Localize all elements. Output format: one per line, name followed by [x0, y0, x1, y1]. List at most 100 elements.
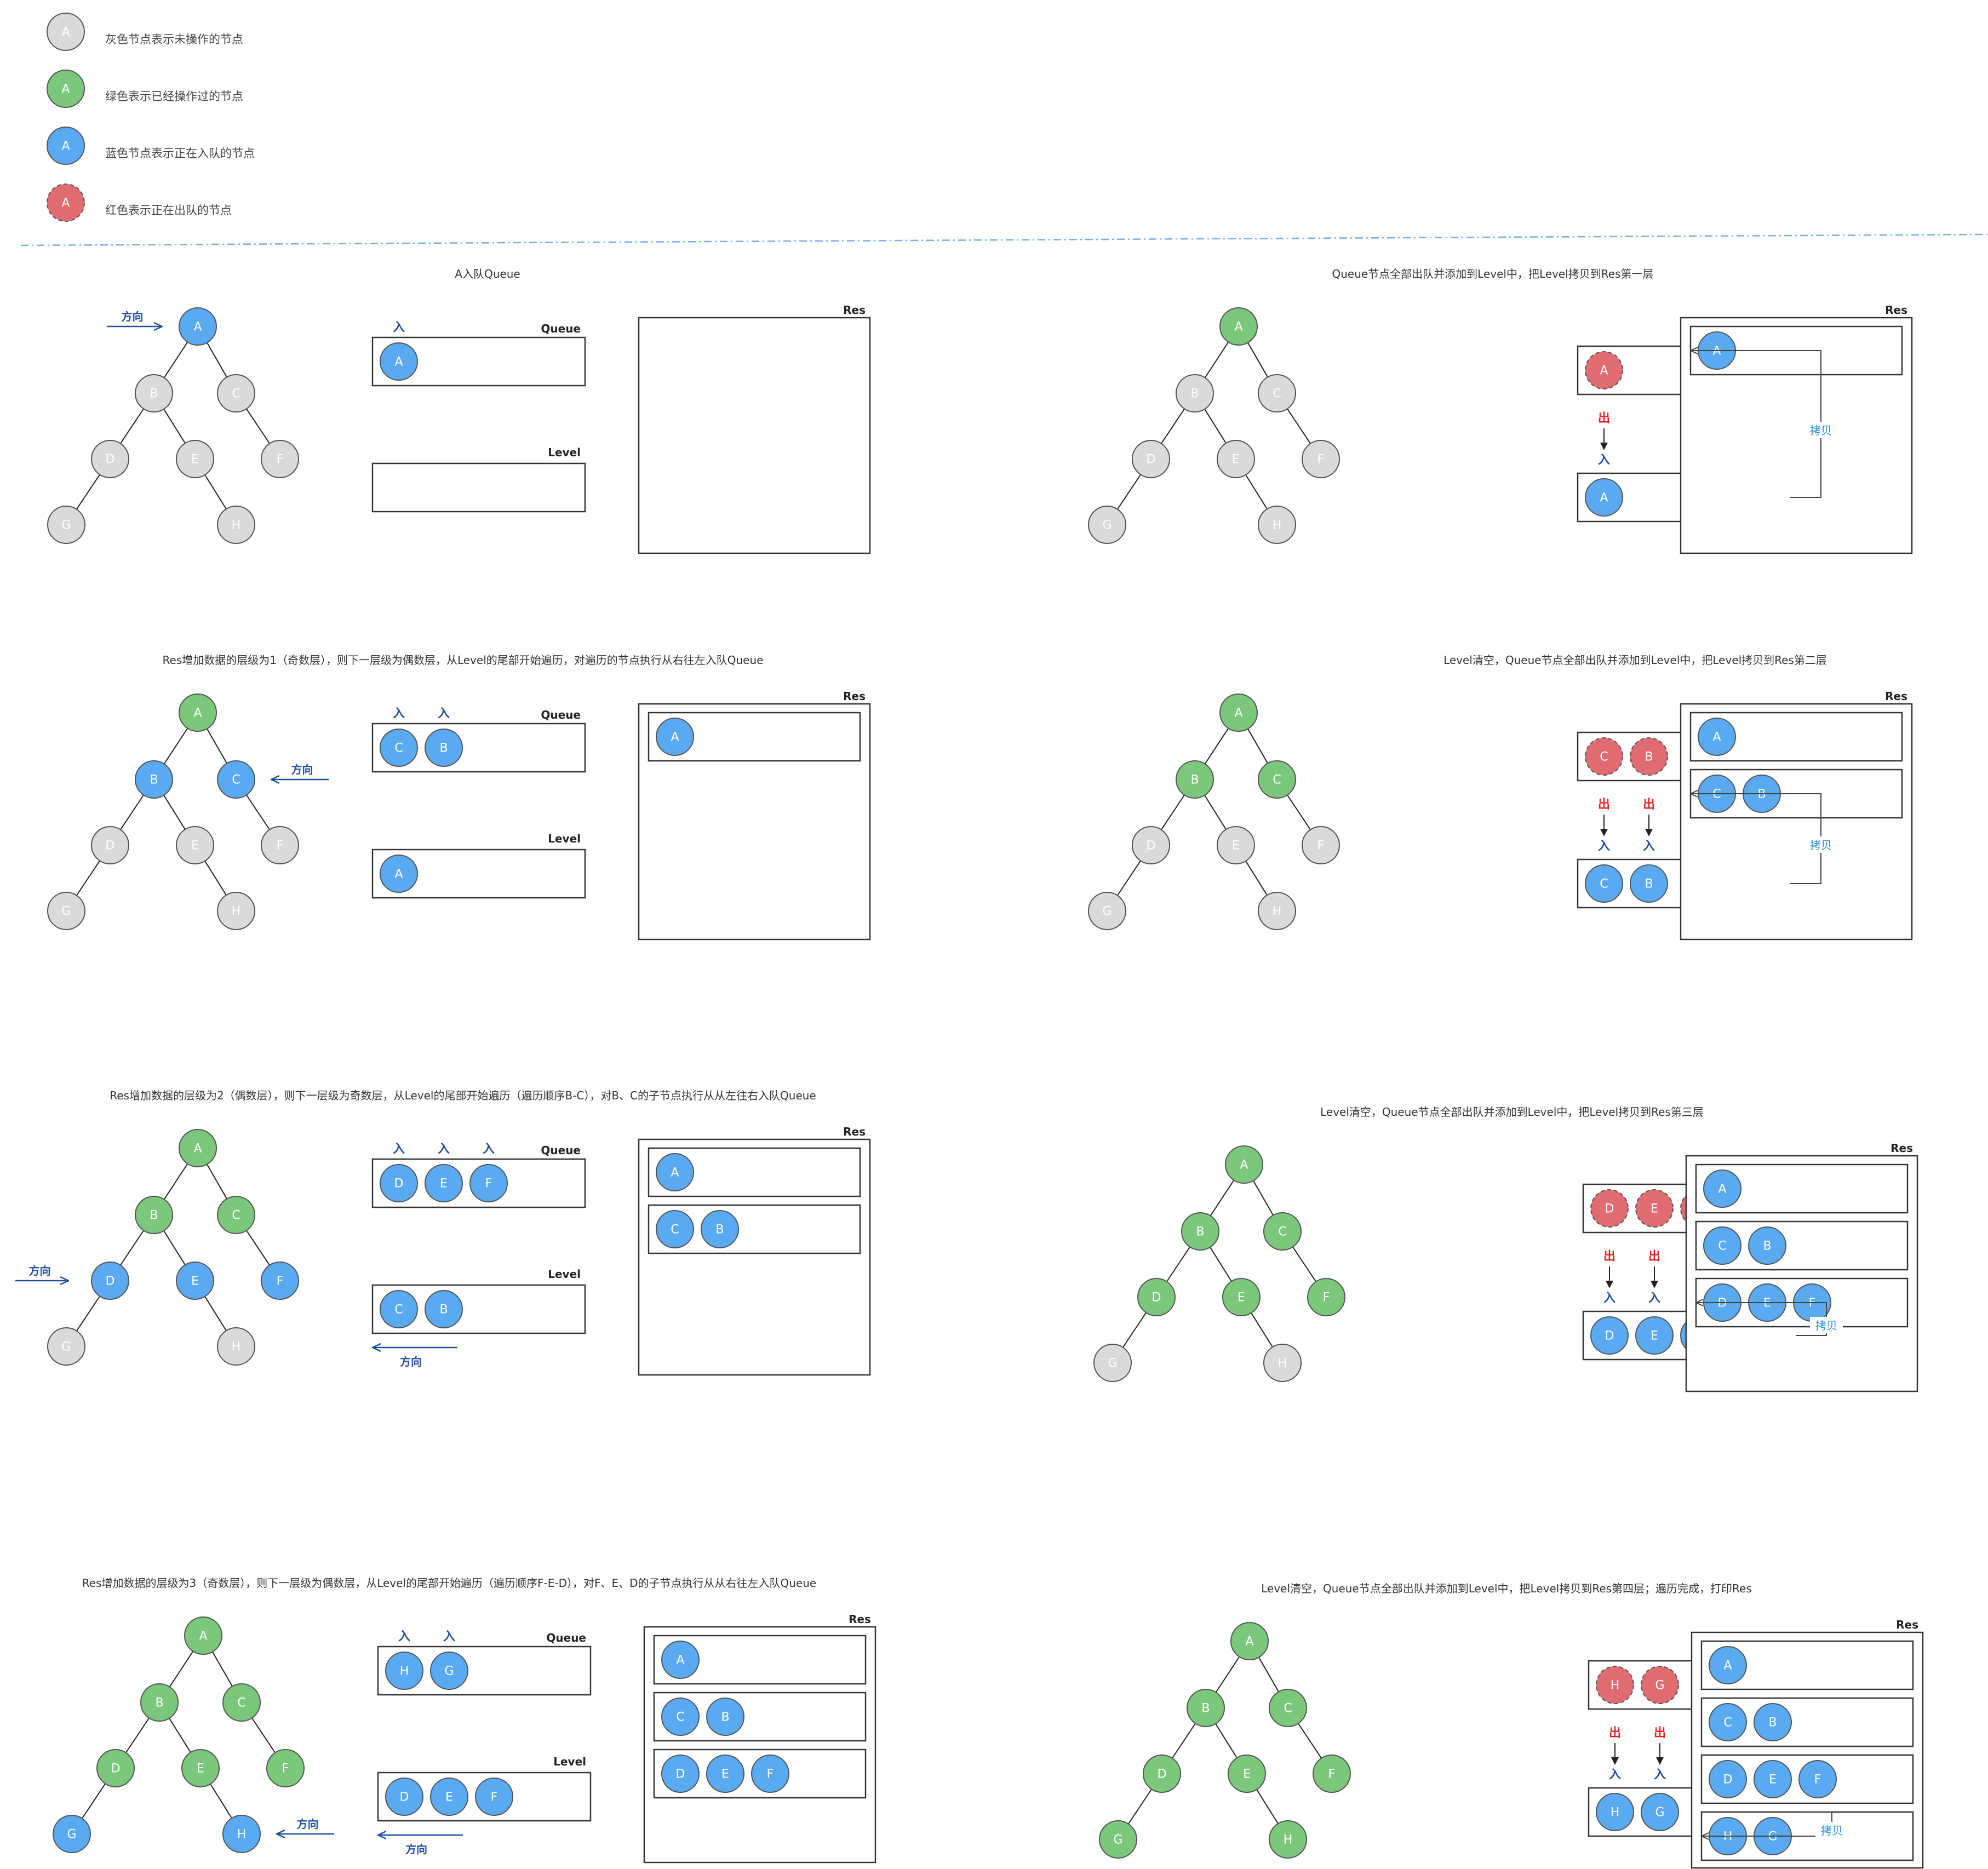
node-label: C	[1273, 387, 1281, 401]
node-circle	[217, 1196, 255, 1234]
node-label: D	[106, 839, 115, 853]
tree-node-D: D	[1132, 826, 1170, 864]
res-label: Res	[843, 690, 866, 703]
node-label: C	[394, 1303, 403, 1317]
legend-text: 绿色表示已经操作过的节点	[105, 90, 243, 103]
tree-node-A: A	[1585, 351, 1623, 389]
enqueue-mark: 入	[1603, 1292, 1615, 1305]
node-circle	[266, 1749, 305, 1787]
node-label: B	[1768, 1716, 1777, 1730]
node-label: G	[444, 1665, 454, 1678]
node-label: E	[721, 1768, 729, 1781]
node-label: D	[1605, 1329, 1614, 1343]
node-circle	[1099, 1820, 1137, 1859]
tree-node-A: A	[179, 307, 217, 346]
legend-divider	[20, 233, 1988, 246]
node-label: C	[1723, 1716, 1732, 1730]
step-caption: Queue节点全部出队并添加到Level中，把Level拷贝到Res第一层	[1332, 267, 1653, 280]
node-circle	[656, 1210, 694, 1248]
node-circle	[47, 127, 85, 165]
tree-node-A: A	[47, 127, 85, 165]
queue-label: Queue	[541, 1144, 581, 1157]
node-circle	[469, 1164, 508, 1202]
node-circle	[217, 506, 255, 544]
dequeue-arrows: 出出	[1609, 1727, 1666, 1765]
enqueue-mark: 入	[1598, 840, 1610, 853]
node-circle	[135, 1196, 173, 1234]
tree-node-C: C	[1258, 760, 1296, 799]
step-panel-7: Res增加数据的层级为3（奇数层），则下一层级为偶数层，从Level的尾部开始遍…	[53, 1576, 876, 1864]
tree-node-A: A	[656, 1153, 694, 1191]
tree-node-A: A	[380, 342, 418, 381]
node-circle	[1181, 1212, 1219, 1251]
node-label: C	[237, 1696, 245, 1710]
node-circle	[91, 826, 129, 864]
node-label: B	[1763, 1240, 1771, 1253]
node-circle	[425, 729, 463, 767]
res-level-row: D E F	[653, 1748, 867, 1799]
node-circle	[1585, 478, 1623, 517]
tree-node-F: F	[261, 826, 299, 864]
node-label: A	[1718, 1183, 1726, 1196]
tree-node-G: G	[53, 1815, 91, 1853]
direction-label: 方向	[400, 1355, 422, 1368]
enqueue-mark: 入	[1598, 454, 1610, 467]
tree-node-C: C	[1703, 1226, 1741, 1265]
tree-node-E: E	[181, 1749, 220, 1787]
node-circle	[1219, 693, 1258, 732]
res-label: Res	[1896, 1618, 1918, 1631]
node-label: C	[1284, 1702, 1292, 1716]
enqueue-mark: 入	[393, 321, 405, 335]
node-label: B	[721, 1711, 729, 1724]
node-label: A	[1723, 1659, 1732, 1673]
tree-node-B: B	[1754, 1703, 1792, 1741]
node-label: G	[61, 519, 71, 532]
node-label: D	[676, 1768, 685, 1781]
node-label: E	[191, 453, 199, 467]
node-label: C	[232, 773, 240, 787]
direction-label: 方向	[297, 1818, 319, 1831]
tree-node-E: E	[1635, 1189, 1674, 1228]
node-label: E	[445, 1791, 453, 1804]
node-label: F	[277, 453, 284, 467]
dequeue-mark: 出	[1654, 1727, 1666, 1740]
node-circle	[176, 440, 214, 478]
node-circle	[706, 1755, 744, 1793]
tree-node-A: A	[1225, 1145, 1263, 1184]
tree-node-F: F	[261, 1262, 299, 1300]
node-circle	[1590, 1316, 1629, 1355]
node-circle	[1307, 1278, 1345, 1316]
node-label: F	[282, 1762, 289, 1776]
node-circle	[475, 1778, 513, 1816]
tree-node-G: G	[1641, 1666, 1679, 1704]
tree-direction-arrow: 方向	[15, 1264, 68, 1281]
tree-node-A: A	[179, 1129, 217, 1167]
node-circle	[222, 1683, 261, 1722]
tree-node-H: H	[1258, 892, 1296, 930]
node-circle	[1187, 1689, 1225, 1727]
step-caption: Res增加数据的层级为2（偶数层），则下一层级为奇数层，从Level的尾部开始遍…	[110, 1089, 816, 1102]
node-circle	[1585, 864, 1623, 903]
node-label: E	[1238, 1291, 1245, 1305]
node-circle	[261, 1262, 299, 1300]
tree-node-G: G	[47, 506, 85, 544]
dequeue-mark: 出	[1609, 1727, 1621, 1740]
level-rect	[371, 462, 586, 513]
node-label: E	[440, 1177, 448, 1191]
node-circle	[430, 1778, 468, 1816]
node-circle	[217, 1327, 255, 1366]
node-circle	[1703, 1226, 1741, 1265]
node-label: A	[61, 26, 70, 39]
tree-node-F: F	[751, 1755, 789, 1793]
node-label: F	[1323, 1291, 1330, 1305]
enqueue-mark: 入	[1654, 1768, 1666, 1782]
node-circle	[380, 855, 418, 893]
